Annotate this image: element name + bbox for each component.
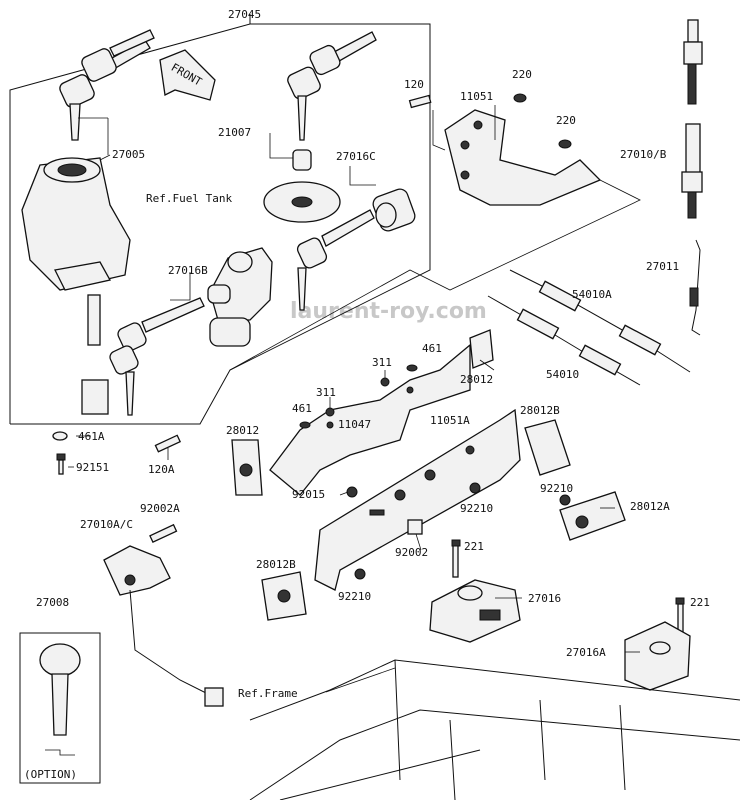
bolt-220-mid [558, 139, 572, 149]
nut-92210-low [354, 568, 366, 580]
key-top-left [59, 29, 155, 141]
nut-92210-mid [469, 482, 481, 494]
lock-27016 [429, 544, 521, 643]
label-120: 120 [404, 78, 424, 91]
switch-27010b [681, 19, 703, 219]
label-27016: 27016 [528, 592, 561, 605]
front-arrow: FRONT [159, 49, 216, 101]
seat-lock-27016b [109, 247, 273, 416]
label-92210-low: 92210 [338, 590, 371, 603]
label-11047: 11047 [338, 418, 371, 431]
watermark: laurent-roy.com [290, 299, 487, 324]
label-120a: 120A [148, 463, 175, 476]
label-92002a: 92002A [140, 502, 180, 515]
label-27045: 27045 [228, 8, 261, 21]
label-54010a: 54010A [572, 288, 612, 301]
label-28012a: 28012A [630, 500, 670, 513]
pad-28012-left [231, 439, 263, 496]
ignition-switch [21, 157, 131, 415]
label-221-mid: 221 [464, 540, 484, 553]
label-92210-right: 92210 [540, 482, 573, 495]
washer-461a [52, 431, 68, 441]
pad-28012-top [469, 329, 494, 369]
bolt-92002a [149, 523, 178, 543]
leader-lines [68, 359, 640, 653]
lock-27016a [624, 603, 691, 691]
label-220-mid: 220 [556, 114, 576, 127]
label-11051a: 11051A [430, 414, 470, 427]
label-28012b-low: 28012B [256, 558, 296, 571]
label-92151: 92151 [76, 461, 109, 474]
label-27016b: 27016B [168, 264, 208, 277]
pad-28012b-top [524, 419, 571, 476]
bracket-11051a [314, 408, 521, 591]
bolt-92002 [407, 519, 423, 535]
label-28012-top: 28012 [460, 373, 493, 386]
label-27016a: 27016A [566, 646, 606, 659]
nut-311-mid [325, 407, 335, 417]
cable-54010 [487, 295, 641, 386]
bolt-120a [154, 434, 182, 453]
key-21007 [287, 31, 377, 141]
fuel-cap [263, 149, 341, 223]
label-28012b-top: 28012B [520, 404, 560, 417]
label-27016c: 27016C [336, 150, 376, 163]
label-54010: 54010 [546, 368, 579, 381]
nut-461-top [406, 364, 418, 372]
label-27011: 27011 [646, 260, 679, 273]
bolt-220-top [513, 93, 527, 103]
bolt-92151 [56, 453, 66, 475]
frame [249, 659, 741, 800]
bolt-120 [408, 94, 432, 109]
bolt-221-mid [451, 539, 461, 547]
option-key-box [19, 632, 101, 784]
label-21007: 21007 [218, 126, 251, 139]
bracket-11047 [269, 343, 471, 496]
label-461-mid: 461 [292, 402, 312, 415]
label-27010ac: 27010A/C [80, 518, 133, 531]
label-92002: 92002 [395, 546, 428, 559]
label-311-mid: 311 [316, 386, 336, 399]
nut-461-mid [299, 421, 311, 429]
label-461-top: 461 [422, 342, 442, 355]
label-220-top: 220 [512, 68, 532, 81]
label-option: (OPTION) [24, 768, 77, 781]
label-28012-left: 28012 [226, 424, 259, 437]
label-11051: 11051 [460, 90, 493, 103]
pad-28012a [559, 491, 626, 541]
nut-92210-right [559, 494, 571, 506]
lock-cylinder-27016c [296, 188, 416, 311]
label-221-right: 221 [690, 596, 710, 609]
label-311-top: 311 [372, 356, 392, 369]
label-27010b: 27010/B [620, 148, 667, 161]
label-ref-frame: Ref.Frame [238, 687, 298, 700]
nut-311-top [380, 377, 390, 387]
cable-54010a [509, 269, 691, 373]
spring-27011 [689, 239, 701, 336]
bolt-221-right [675, 597, 685, 605]
label-27005: 27005 [112, 148, 145, 161]
pad-28012b-low [261, 571, 307, 621]
nut-92015 [346, 486, 358, 498]
bracket-11051 [444, 109, 602, 206]
label-92015: 92015 [292, 488, 325, 501]
label-ref-fuel-tank: Ref.Fuel Tank [146, 192, 232, 205]
label-27008: 27008 [36, 596, 69, 609]
label-92210-mid: 92210 [460, 502, 493, 515]
switch-27010ac [103, 545, 224, 707]
label-461a: 461A [78, 430, 105, 443]
group-27045-box [9, 14, 431, 425]
